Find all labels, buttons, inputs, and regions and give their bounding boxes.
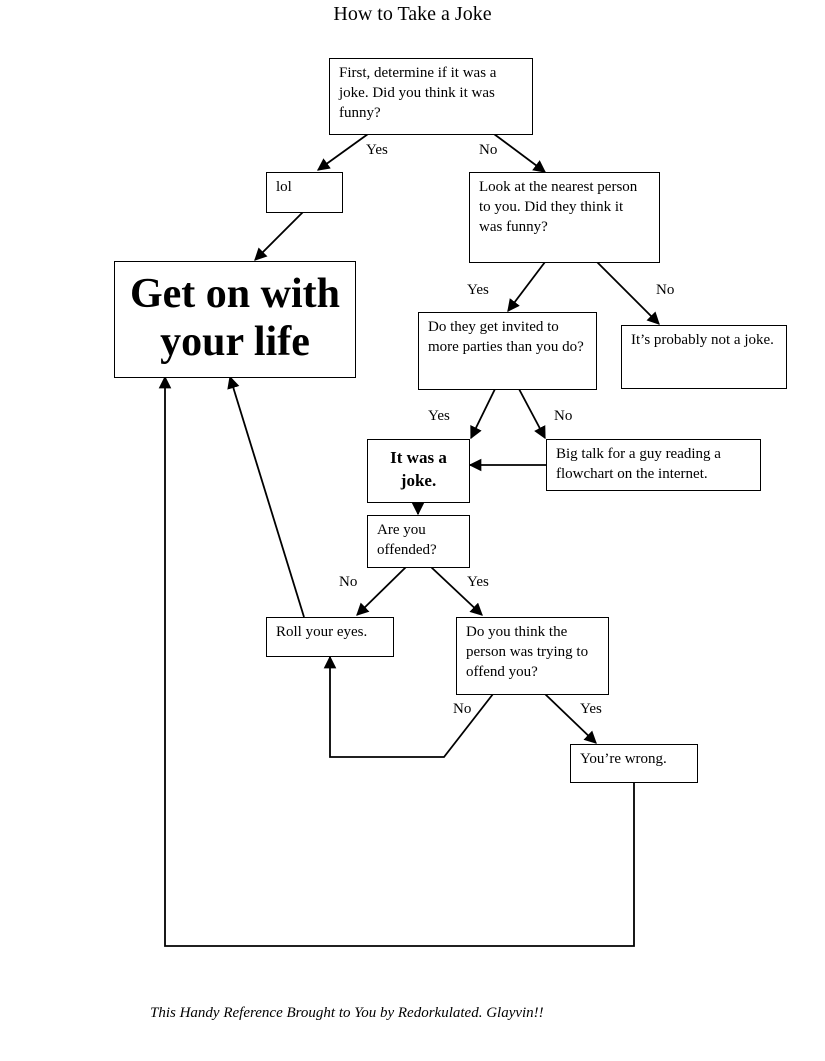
edge-label-trying-no: No — [453, 701, 472, 717]
node-more-parties: Do they get invited to more parties than… — [418, 312, 597, 390]
arrow-look-to-not-joke — [596, 261, 660, 325]
edge-label-trying-yes: Yes — [580, 701, 602, 717]
arrow-determine-to-look-person — [493, 133, 547, 173]
arrow-offended-to-roll-eyes — [356, 566, 407, 616]
arrow-determine-to-lol — [316, 133, 369, 171]
arrow-parties-to-was-joke — [470, 388, 496, 440]
node-are-you-offended: Are you offended? — [367, 515, 470, 568]
node-look-nearest-person: Look at the nearest person to you. Did t… — [469, 172, 660, 263]
edge-label-parties-yes: Yes — [428, 408, 450, 424]
node-trying-to-offend: Do you think the person was trying to of… — [456, 617, 609, 695]
node-lol: lol — [266, 172, 343, 213]
node-probably-not-joke: It’s probably not a joke. — [621, 325, 787, 389]
arrow-trying-no-to-roll-eyes — [323, 655, 494, 758]
node-big-talk: Big talk for a guy reading a flowchart o… — [546, 439, 761, 491]
arrow-lol-to-get-on — [254, 211, 304, 261]
node-it-was-a-joke: It was a joke. — [367, 439, 470, 503]
arrow-wrong-to-get-on — [158, 375, 635, 947]
node-youre-wrong: You’re wrong. — [570, 744, 698, 783]
edge-label-offended-no: No — [339, 574, 358, 590]
edge-label-offended-yes: Yes — [467, 574, 489, 590]
edge-label-look-yes: Yes — [467, 282, 489, 298]
chart-title: How to Take a Joke — [333, 3, 492, 25]
node-get-on-with-your-life: Get on with your life — [114, 261, 356, 378]
node-determine-joke: First, determine if it was a joke. Did y… — [329, 58, 533, 135]
arrow-roll-eyes-to-get-on — [227, 375, 305, 618]
node-roll-your-eyes: Roll your eyes. — [266, 617, 394, 657]
arrow-trying-to-wrong — [544, 693, 597, 744]
edge-label-determine-yes: Yes — [366, 142, 388, 158]
edge-label-determine-no: No — [479, 142, 498, 158]
edge-label-parties-no: No — [554, 408, 573, 424]
arrow-offended-to-trying — [430, 566, 483, 616]
arrow-look-to-parties — [507, 261, 546, 313]
arrow-parties-to-big-talk — [518, 388, 546, 440]
footer-credit: This Handy Reference Brought to You by R… — [150, 1005, 544, 1021]
edge-label-look-no: No — [656, 282, 675, 298]
